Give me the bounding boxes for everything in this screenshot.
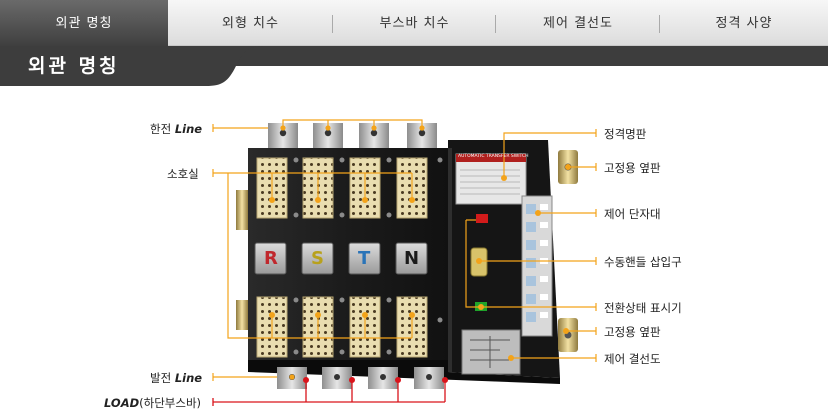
label-main-line-prefix: 한전 — [150, 122, 172, 136]
arc-chambers-top — [256, 157, 428, 219]
section-title-tab — [0, 46, 268, 90]
label-side-plate-bottom: 고정용 옆판 — [604, 325, 661, 339]
phase-letter-t: T — [358, 248, 371, 269]
page-title: 외관 명칭 — [28, 55, 120, 77]
phase-keys — [254, 242, 428, 275]
top-terminals — [268, 123, 437, 151]
tab-rated-specs[interactable]: 정격 사양 — [715, 16, 773, 31]
label-main-line-suffix: Line — [174, 122, 203, 136]
label-generator-line-suffix: Line — [174, 371, 203, 385]
label-load-prefix: LOAD — [104, 396, 140, 410]
tab-outer-dimensions[interactable]: 외형 치수 — [222, 16, 279, 31]
label-control-terminal: 제어 단자대 — [604, 207, 661, 221]
label-side-plate-top: 고정용 옆판 — [604, 161, 661, 175]
label-load-suffix: (하단부스바) — [139, 396, 202, 410]
label-generator-line: 발전 Line — [150, 370, 202, 386]
rating-nameplate — [455, 153, 527, 205]
label-main-line: 한전 Line — [150, 121, 202, 137]
label-transfer-indicator: 전환상태 표시기 — [604, 301, 682, 315]
label-manual-handle: 수동핸들 삽입구 — [604, 255, 682, 269]
arc-chambers-bottom — [256, 296, 428, 358]
tab-separator — [659, 15, 660, 33]
tab-control-wiring[interactable]: 제어 결선도 — [543, 16, 613, 31]
phase-letter-n: N — [404, 248, 420, 269]
tab-separator — [495, 15, 496, 33]
label-generator-line-prefix: 발전 — [150, 371, 172, 385]
nameplate-text: AUTOMATIC TRANSFER SWITCH — [458, 154, 529, 159]
label-rating-plate: 정격명판 — [604, 127, 647, 141]
tab-busbar-dimensions[interactable]: 부스바 치수 — [379, 16, 450, 31]
tab-separator — [332, 15, 333, 33]
label-control-wiring: 제어 결선도 — [604, 352, 661, 366]
bottom-terminals — [277, 367, 444, 389]
label-arc-chamber: 소호실 — [167, 167, 199, 181]
tab-bar: 외관 명칭 외형 치수 부스바 치수 제어 결선도 정격 사양 — [0, 0, 828, 46]
label-load: LOAD(하단부스바) — [104, 395, 201, 411]
phase-letter-s: S — [311, 248, 324, 269]
tab-appearance-names[interactable]: 외관 명칭 — [0, 0, 168, 46]
phase-letter-r: R — [264, 248, 278, 269]
